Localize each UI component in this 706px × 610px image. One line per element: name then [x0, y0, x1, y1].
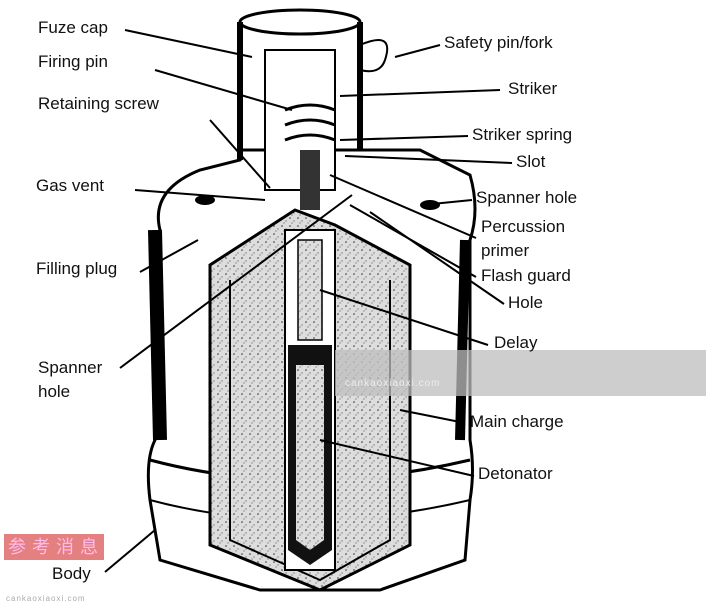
label-percussion-primer: Percussion	[481, 217, 566, 236]
label-spanner-hole-left-2: hole	[38, 382, 71, 401]
leader-lines	[104, 29, 513, 573]
label-safety-pin: Safety pin/fork	[444, 33, 553, 52]
label-main-charge: Main charge	[470, 412, 564, 431]
label-spanner-hole-left: Spanner	[38, 358, 103, 377]
watermark-logo	[4, 534, 104, 560]
label-gas-vent: Gas vent	[36, 176, 105, 195]
label-body: Body	[52, 564, 91, 583]
label-retaining-screw: Retaining screw	[38, 94, 159, 113]
fuze-assembly	[237, 8, 389, 210]
watermark-band	[335, 350, 706, 396]
label-detonator: Detonator	[478, 464, 553, 483]
label-firing-pin: Firing pin	[38, 52, 108, 71]
watermark-logo-text: 参考消息	[8, 537, 104, 557]
label-slot: Slot	[516, 152, 546, 171]
watermark-url: cankaoxiaoxi.com	[345, 378, 441, 389]
label-delay: Delay	[494, 333, 538, 352]
label-striker: Striker	[508, 79, 558, 98]
label-hole: Hole	[508, 293, 543, 312]
cutaway-section	[208, 208, 412, 592]
label-filling-plug: Filling plug	[36, 259, 118, 278]
label-spanner-hole-right: Spanner hole	[476, 188, 578, 207]
label-striker-spring: Striker spring	[472, 125, 573, 144]
label-flash-guard: Flash guard	[481, 266, 571, 285]
label-percussion-primer-2: primer	[481, 241, 530, 260]
watermark-logo-url: cankaoxiaoxi.com	[6, 594, 86, 603]
label-fuze-cap: Fuze cap	[38, 18, 108, 37]
